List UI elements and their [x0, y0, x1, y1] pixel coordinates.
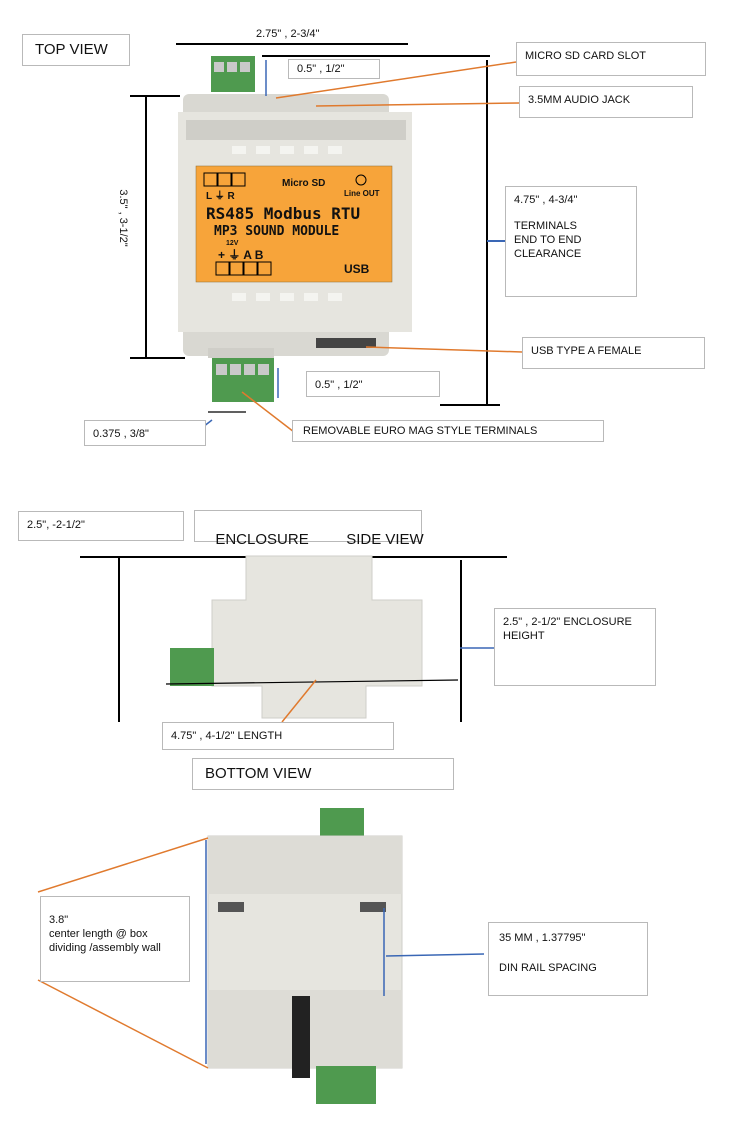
end-to-end-leader — [487, 240, 505, 242]
bottom-view-title-text: BOTTOM VIEW — [205, 765, 312, 782]
side-view-title-text: ENCLOSURE SIDE VIEW — [215, 531, 424, 548]
top-view-title-text: TOP VIEW — [35, 41, 108, 58]
enclosure-side — [211, 555, 423, 719]
bottom-terminal-height-box: 0.5" , 1/2" — [306, 371, 440, 397]
side-length-text: 4.75" , 4-1/2" LENGTH — [171, 730, 283, 742]
callout-micro-sd: MICRO SD CARD SLOT — [516, 42, 706, 76]
din-rail-dimension: 35 MM , 1.37795" — [499, 932, 586, 944]
top-height-line — [145, 95, 147, 357]
label-power: + ⏚ A B — [218, 248, 264, 262]
label-12v: 12V — [226, 240, 239, 247]
end-to-end-line — [486, 60, 488, 405]
label-usb: USB — [344, 262, 370, 276]
callout-usb-text: USB TYPE A FEMALE — [531, 345, 642, 357]
side-view-title: ENCLOSURE SIDE VIEW — [194, 510, 424, 547]
top-view-title: TOP VIEW — [22, 34, 130, 66]
bottom-top-terminal — [320, 808, 364, 836]
top-height-tick-bottom — [130, 357, 185, 359]
side-terminal — [170, 648, 214, 686]
callout-terminals-text: REMOVABLE EURO MAG STYLE TERMINALS — [303, 425, 538, 437]
label-lr: L ⏚ R — [206, 191, 235, 202]
callout-terminals: REMOVABLE EURO MAG STYLE TERMINALS — [292, 420, 604, 442]
end-to-end-box: 4.75" , 4-3/4" TERMINALS END TO END CLEA… — [505, 186, 637, 297]
label-product-line1: RS485 Modbus RTU — [206, 204, 361, 223]
side-height-box: 2.5" , 2-1/2" ENCLOSURE HEIGHT — [494, 608, 656, 686]
label-micro-sd: Micro SD — [282, 178, 326, 189]
end-to-end-note: TERMINALS END TO END CLEARANCE — [514, 220, 582, 260]
usb-port — [316, 338, 376, 348]
bottom-terminal-height-text: 0.5" , 1/2" — [315, 379, 363, 391]
label-line-out: Line OUT — [344, 189, 380, 198]
din-clip — [292, 996, 310, 1078]
top-height-tick-top — [130, 95, 180, 97]
end-to-end-tick-bottom — [440, 404, 500, 406]
din-rail-note: DIN RAIL SPACING — [499, 962, 597, 974]
callout-usb: USB TYPE A FEMALE — [522, 337, 705, 369]
top-width-line — [176, 43, 408, 45]
callout-audio-jack: 3.5MM AUDIO JACK — [519, 86, 693, 118]
top-terminal-height-box: 0.5" , 1/2" — [288, 59, 380, 79]
label-product-line2: MP3 SOUND MODULE — [214, 224, 340, 239]
side-right-line — [460, 560, 462, 722]
callout-audio-jack-text: 3.5MM AUDIO JACK — [528, 94, 631, 106]
top-width-dimension: 2.75" , 2-3/4" — [256, 28, 320, 40]
terminal-pitch-box: 0.375 , 3/8" — [84, 420, 206, 446]
side-depth-box: 2.5", -2-1/2" — [18, 511, 184, 541]
bottom-center-length-box: 3.8" center length @ box dividing /assem… — [40, 896, 190, 982]
side-depth-text: 2.5", -2-1/2" — [27, 519, 85, 531]
top-terminal-guide-line — [262, 55, 490, 57]
bottom-bottom-terminal — [316, 1066, 376, 1104]
terminal-pitch-text: 0.375 , 3/8" — [93, 428, 149, 440]
bottom-view-title: BOTTOM VIEW — [192, 758, 454, 790]
callout-micro-sd-text: MICRO SD CARD SLOT — [525, 50, 647, 62]
din-rail-box: 35 MM , 1.37795" DIN RAIL SPACING — [488, 922, 648, 996]
side-length-box: 4.75" , 4-1/2" LENGTH — [162, 722, 394, 750]
top-terminal-height-text: 0.5" , 1/2" — [297, 63, 345, 75]
end-to-end-dimension: 4.75" , 4-3/4" — [514, 194, 578, 206]
side-left-line — [118, 558, 120, 722]
